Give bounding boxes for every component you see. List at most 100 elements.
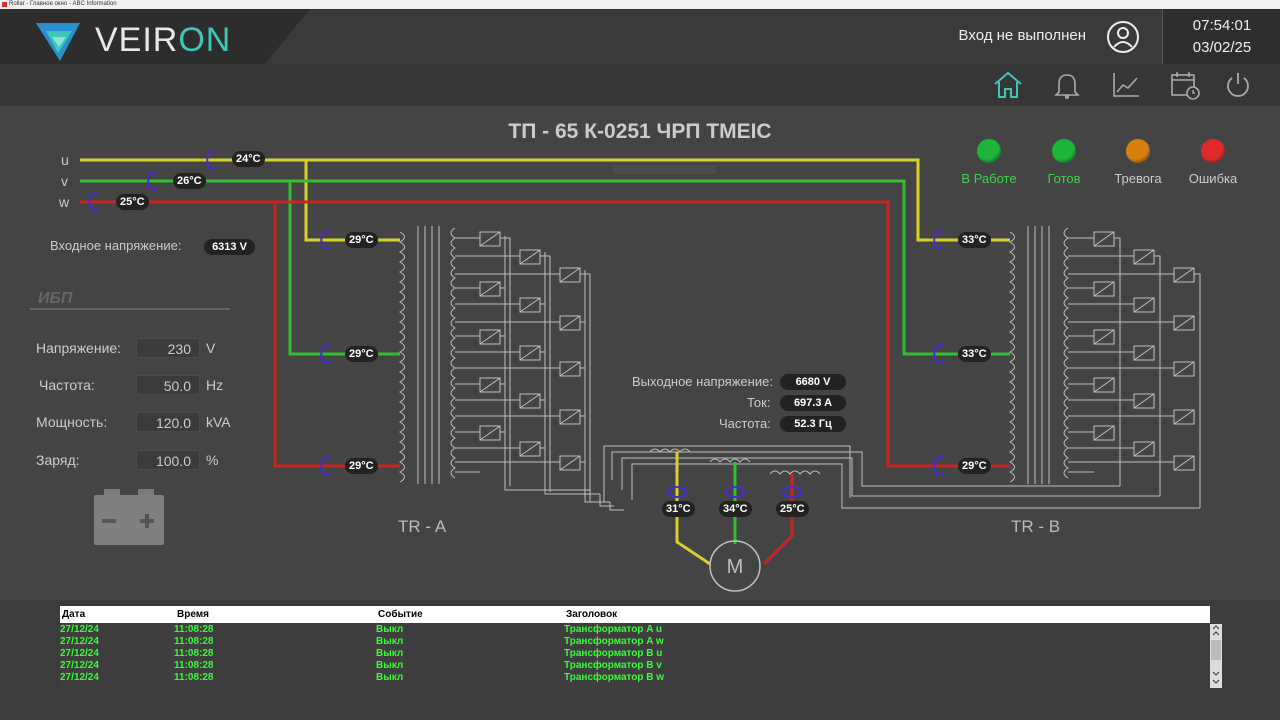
- temp-tra-v: 29°C: [345, 346, 378, 362]
- status-alarm: Тревога: [1098, 139, 1178, 186]
- output-current-label: Ток:: [747, 395, 771, 410]
- clock-date: 03/02/25: [1192, 39, 1252, 56]
- ghost-bar: [613, 166, 716, 174]
- ups-charge-value: 100.0: [136, 450, 200, 470]
- cell-date: 27/12/24: [60, 672, 99, 683]
- cell-time: 11:08:28: [174, 672, 214, 683]
- status-running-lamp: [977, 139, 1001, 163]
- motor-ct-rings: [667, 486, 802, 498]
- ups-divider: [30, 308, 230, 310]
- bell-icon[interactable]: [1051, 70, 1083, 100]
- window-title: Rollar - Главное окно - ABC Information: [9, 1, 117, 7]
- transformer-b-label: TR - B: [1011, 517, 1061, 536]
- home-icon[interactable]: [992, 70, 1024, 100]
- ups-power-label: Мощность:: [36, 414, 108, 430]
- cell-title: Трансформатор B w: [564, 672, 665, 683]
- status-alarm-lamp: [1126, 139, 1150, 163]
- veiron-logo-icon: [36, 23, 80, 61]
- power-icon[interactable]: [1222, 70, 1254, 100]
- logo-text-accent: ON: [178, 21, 232, 59]
- logo-text: VEIRON: [95, 21, 231, 60]
- table-row[interactable]: 27/12/24 11:08:28 Выкл Трансформатор B w: [60, 672, 1210, 684]
- temp-trb-w: 29°C: [958, 458, 991, 474]
- temp-tra-u: 29°C: [345, 232, 378, 248]
- status-error: Ошибка: [1173, 139, 1253, 186]
- cell-event: Выкл: [376, 636, 404, 647]
- temp-tra-w: 29°C: [345, 458, 378, 474]
- input-voltage-label: Входное напряжение:: [50, 238, 182, 253]
- col-event[interactable]: Событие: [378, 609, 423, 620]
- cell-date: 27/12/24: [60, 660, 99, 671]
- cell-date: 27/12/24: [60, 624, 99, 635]
- cell-title: Трансформатор B v: [564, 660, 662, 671]
- col-title[interactable]: Заголовок: [566, 609, 618, 620]
- temp-motor-u: 31°C: [662, 501, 695, 517]
- output-bus: [589, 445, 851, 511]
- ups-charge-unit: %: [206, 452, 219, 468]
- event-log-header: Дата Время Событие Заголовок: [60, 606, 1210, 623]
- login-status[interactable]: Вход не выполнен: [958, 27, 1086, 44]
- scroll-arrows-icon[interactable]: [1210, 624, 1222, 688]
- cell-event: Выкл: [376, 648, 404, 659]
- ups-frequency-unit: Hz: [206, 377, 224, 393]
- motor-label: M: [727, 556, 744, 578]
- cell-title: Трансформатор A u: [564, 624, 663, 635]
- output-voltage-value: 6680 V: [780, 374, 846, 390]
- logo-area: VEIRON: [0, 9, 310, 64]
- output-frequency-label: Частота:: [719, 416, 771, 431]
- main-panel: ТП - 65 К-0251 ЧРП TMEIC В Работе Готов …: [0, 106, 1280, 600]
- table-row[interactable]: 27/12/24 11:08:28 Выкл Трансформатор A u: [60, 624, 1210, 636]
- cell-event: Выкл: [376, 660, 404, 671]
- status-running-label: В Работе: [961, 171, 1017, 186]
- cell-time: 11:08:28: [174, 660, 214, 671]
- chart-icon[interactable]: [1110, 70, 1142, 100]
- cell-time: 11:08:28: [174, 648, 214, 659]
- event-log-scrollbar[interactable]: [1210, 624, 1222, 688]
- page-title: ТП - 65 К-0251 ЧРП TMEIC: [508, 120, 772, 143]
- app-icon: [2, 2, 7, 7]
- table-row[interactable]: 27/12/24 11:08:28 Выкл Трансформатор B v: [60, 660, 1210, 672]
- cell-title: Трансформатор B u: [564, 648, 663, 659]
- cell-time: 11:08:28: [174, 624, 214, 635]
- table-row[interactable]: 27/12/24 11:08:28 Выкл Трансформатор A w: [60, 636, 1210, 648]
- transformer-a: [398, 226, 610, 503]
- logo-text-primary: VEIR: [95, 21, 179, 59]
- event-log-panel: Дата Время Событие Заголовок 27/12/24 11…: [0, 600, 1280, 720]
- temp-trb-v: 33°C: [958, 346, 991, 362]
- output-voltage-label: Выходное напряжение:: [632, 374, 773, 389]
- clock: 07:54:01 03/02/25: [1162, 9, 1280, 64]
- power-schematic: M: [80, 150, 1201, 592]
- user-icon[interactable]: [1106, 20, 1140, 54]
- temp-input-u: 24°C: [232, 151, 265, 167]
- col-time[interactable]: Время: [177, 609, 209, 620]
- status-error-lamp: [1201, 139, 1225, 163]
- cell-event: Выкл: [376, 672, 404, 683]
- transformer-a-label: TR - A: [398, 517, 447, 536]
- status-ready: Готов: [1024, 139, 1104, 186]
- calendar-clock-icon[interactable]: [1169, 70, 1201, 100]
- ups-power-unit: kVA: [206, 414, 231, 430]
- ups-voltage-unit: V: [206, 340, 216, 356]
- ups-power-value: 120.0: [136, 412, 200, 432]
- header: VEIRON Вход не выполнен 07:54:01 03/02/2…: [0, 9, 1280, 64]
- transformer-b: [611, 226, 1201, 509]
- battery-icon: [94, 489, 164, 545]
- table-row[interactable]: 27/12/24 11:08:28 Выкл Трансформатор B u: [60, 648, 1210, 660]
- phase-label-v: v: [61, 173, 68, 189]
- motor-symbol: [709, 540, 761, 592]
- ups-title: ИБП: [38, 290, 73, 307]
- ups-frequency-value: 50.0: [136, 375, 200, 395]
- toolbar: [0, 64, 1280, 106]
- input-voltage-value: 6313 V: [204, 239, 255, 255]
- col-date[interactable]: Дата: [62, 609, 86, 620]
- cell-time: 11:08:28: [174, 636, 214, 647]
- cell-event: Выкл: [376, 624, 404, 635]
- status-error-label: Ошибка: [1188, 171, 1238, 186]
- temp-input-w: 25°C: [116, 194, 149, 210]
- status-ready-label: Готов: [1047, 171, 1081, 186]
- output-frequency-value: 52.3 Гц: [780, 416, 846, 432]
- status-ready-lamp: [1052, 139, 1076, 163]
- temp-motor-v: 34°C: [719, 501, 752, 517]
- cell-date: 27/12/24: [60, 648, 99, 659]
- event-log-table[interactable]: Дата Время Событие Заголовок 27/12/24 11…: [60, 606, 1222, 688]
